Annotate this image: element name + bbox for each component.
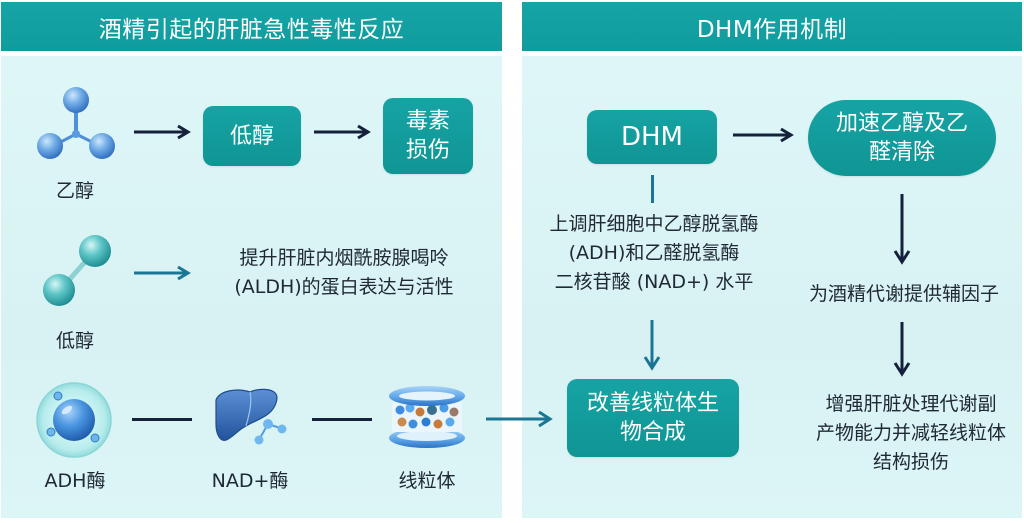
- dhm-box: DHM: [587, 110, 717, 164]
- toxin-damage-line1: 毒素: [405, 109, 450, 134]
- molecule-two-atom-icon: [43, 235, 111, 306]
- liver-icon: [215, 388, 287, 445]
- arrow-right-icon: [733, 127, 794, 143]
- mito-box-line1: 改善线粒体生: [586, 391, 719, 416]
- enhance-line3: 结构损伤: [872, 451, 949, 473]
- arrow-right-icon: [134, 124, 191, 140]
- connector-line: [651, 175, 654, 203]
- low-alcohol-label: 低醇: [55, 330, 94, 352]
- arrow-down-icon: [643, 320, 661, 371]
- enhance-text: 增强肝脏处理代谢副 产物能力并减轻线粒体 结构损伤: [800, 390, 1022, 477]
- arrow-right-icon: [314, 124, 371, 140]
- upregulate-line2: (ADH)和乙醛脱氢酶: [568, 242, 740, 264]
- connector-line: [132, 418, 192, 421]
- left-panel-title: 酒精引起的肝脏急性毒性反应: [1, 2, 502, 51]
- clearance-box: 加速乙醇及乙 醛清除: [808, 100, 996, 176]
- ethanol-label: 乙醇: [55, 180, 94, 202]
- mito-box-line2: 物合成: [619, 420, 686, 445]
- clearance-line2: 醛清除: [868, 140, 935, 165]
- cell-icon: [36, 382, 112, 458]
- aldh-expression-text: 提升肝脏内烟酰胺腺喝呤 (ALDH)的蛋白表达与活性: [214, 244, 474, 302]
- low-alcohol-box: 低醇: [203, 106, 301, 166]
- mitochondria-biogenesis-box: 改善线粒体生 物合成: [567, 379, 739, 457]
- aldh-text-line1: 提升肝脏内烟酰胺腺喝呤: [239, 247, 449, 269]
- toxin-damage-line2: 损伤: [405, 138, 450, 163]
- toxin-damage-box: 毒素 损伤: [383, 98, 473, 174]
- mitochondria-label: 线粒体: [398, 470, 456, 492]
- right-panel-title: DHM作用机制: [522, 2, 1022, 51]
- mitochondria-icon: [389, 386, 465, 448]
- low-alcohol-box-label: 低醇: [229, 123, 274, 149]
- connector-line: [312, 418, 372, 421]
- arrow-down-icon: [893, 194, 911, 265]
- upregulate-text: 上调肝细胞中乙醇脱氢酶 (ADH)和乙醛脱氢酶 二核苷酸 (NAD+) 水平: [530, 210, 778, 297]
- dhm-box-label: DHM: [620, 121, 683, 152]
- arrow-right-icon: [134, 265, 191, 281]
- molecule-three-atom-icon: [37, 87, 115, 159]
- clearance-line1: 加速乙醇及乙: [835, 111, 968, 136]
- enhance-line2: 产物能力并减轻线粒体: [815, 422, 1006, 444]
- adh-enzyme-label: ADH酶: [44, 470, 106, 492]
- arrow-right-icon: [486, 410, 553, 428]
- cofactor-text: 为酒精代谢提供辅因子: [808, 283, 999, 305]
- arrow-down-icon: [893, 322, 911, 377]
- enhance-line1: 增强肝脏处理代谢副: [825, 393, 997, 415]
- upregulate-line1: 上调肝细胞中乙醇脱氢酶: [549, 213, 759, 235]
- nad-enzyme-label: NAD+酶: [211, 470, 289, 492]
- upregulate-line3: 二核苷酸 (NAD+) 水平: [554, 271, 754, 293]
- aldh-text-line2: (ALDH)的蛋白表达与活性: [234, 276, 454, 298]
- right-panel: DHM作用机制: [522, 0, 1022, 520]
